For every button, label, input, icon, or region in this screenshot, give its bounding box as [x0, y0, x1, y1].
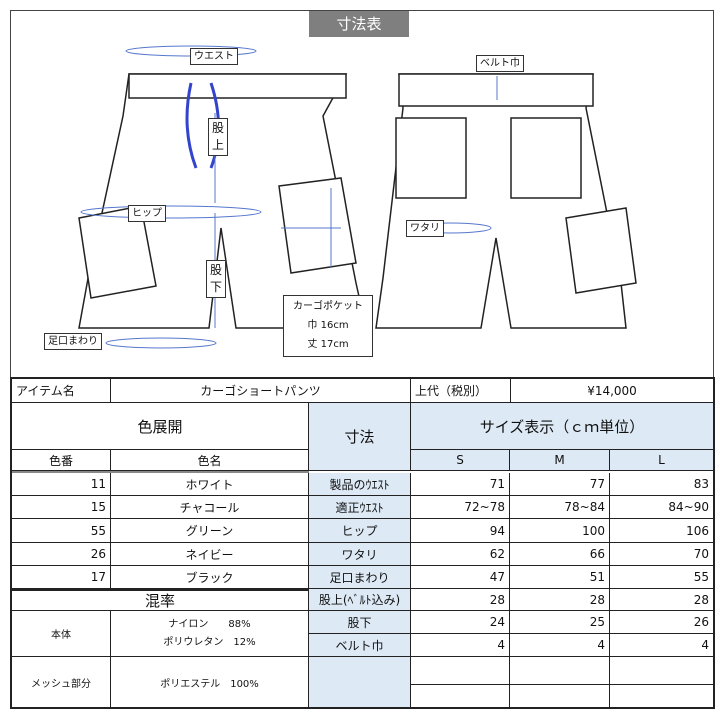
color-name: チャコール: [111, 496, 309, 519]
empty-cell: [510, 657, 610, 685]
thigh-label: ワタリ: [406, 220, 444, 237]
size-value: 77: [510, 473, 610, 496]
measure-label: 足口まわり: [309, 566, 411, 589]
rise-label: 股上: [208, 118, 229, 156]
item-name: カーゴショートパンツ: [111, 379, 411, 403]
size-value: 51: [510, 566, 610, 589]
waist-label: ウエスト: [190, 48, 238, 65]
hip-label: ヒップ: [128, 205, 166, 222]
size-value: 47: [411, 566, 510, 589]
color-name: グリーン: [111, 519, 309, 543]
size-value: 4: [411, 634, 510, 657]
price-value: ¥14,000: [511, 379, 713, 403]
body-composition: ナイロン 88%ポリウレタン 12%: [111, 611, 309, 657]
measure-label: ヒップ: [309, 519, 411, 543]
color-no-header: 色番: [12, 450, 111, 471]
color-header: 色展開: [12, 403, 309, 450]
size-value: 25: [510, 611, 610, 634]
measure-label: 製品のｳｴｽﾄ: [309, 473, 411, 496]
size-header: サイズ表示（ｃｍ単位）: [411, 403, 713, 450]
size-value: 83: [610, 473, 713, 496]
body-label: 本体: [12, 611, 111, 657]
size-value: 24: [411, 611, 510, 634]
size-value: 100: [510, 519, 610, 543]
size-value: 70: [610, 543, 713, 566]
mesh-label: メッシュ部分: [12, 657, 111, 707]
mesh-composition: ポリエステル 100%: [111, 657, 309, 707]
empty-cell: [510, 685, 610, 707]
hem-label: 足口まわり: [44, 333, 102, 350]
color-name-header: 色名: [111, 450, 309, 471]
size-value: 26: [610, 611, 713, 634]
color-number: 15: [12, 496, 111, 519]
size-value: 28: [510, 589, 610, 611]
size-value: 28: [411, 589, 510, 611]
color-name: ネイビー: [111, 543, 309, 566]
color-number: 17: [12, 566, 111, 589]
size-value: 28: [610, 589, 713, 611]
measure-label: ベルト巾: [309, 634, 411, 657]
empty-cell: [610, 657, 713, 685]
size-value: 106: [610, 519, 713, 543]
belt-width-label: ベルト巾: [476, 55, 524, 72]
price-label: 上代（税別）: [411, 379, 511, 403]
measure-header: 寸法: [309, 403, 411, 471]
inseam-label: 股下: [206, 260, 227, 298]
measure-label: 適正ｳｴｽﾄ: [309, 496, 411, 519]
size-value: 78~84: [510, 496, 610, 519]
empty-cell: [610, 685, 713, 707]
empty-cell: [411, 657, 510, 685]
color-name: ブラック: [111, 566, 309, 589]
size-value: 84~90: [610, 496, 713, 519]
color-name: ホワイト: [111, 473, 309, 496]
color-number: 55: [12, 519, 111, 543]
color-number: 26: [12, 543, 111, 566]
item-name-label: アイテム名: [12, 379, 111, 403]
size-value: 72~78: [411, 496, 510, 519]
measure-label: ワタリ: [309, 543, 411, 566]
color-number: 11: [12, 473, 111, 496]
page-title: 寸法表: [309, 11, 409, 37]
size-m-header: M: [510, 450, 610, 471]
measure-label: 股下: [309, 611, 411, 634]
pants-diagram: [78, 45, 637, 349]
measure-label: 股上(ﾍﾞﾙﾄ込み): [309, 589, 411, 611]
size-s-header: S: [411, 450, 510, 471]
empty-cell: [411, 685, 510, 707]
size-value: 94: [411, 519, 510, 543]
size-value: 55: [610, 566, 713, 589]
size-value: 4: [510, 634, 610, 657]
size-value: 4: [610, 634, 713, 657]
size-value: 62: [411, 543, 510, 566]
size-value: 66: [510, 543, 610, 566]
empty-measure-cell: [309, 657, 411, 707]
composition-header: 混率: [12, 589, 309, 611]
spec-table: [10, 377, 715, 709]
size-value: 71: [411, 473, 510, 496]
size-l-header: L: [610, 450, 713, 471]
